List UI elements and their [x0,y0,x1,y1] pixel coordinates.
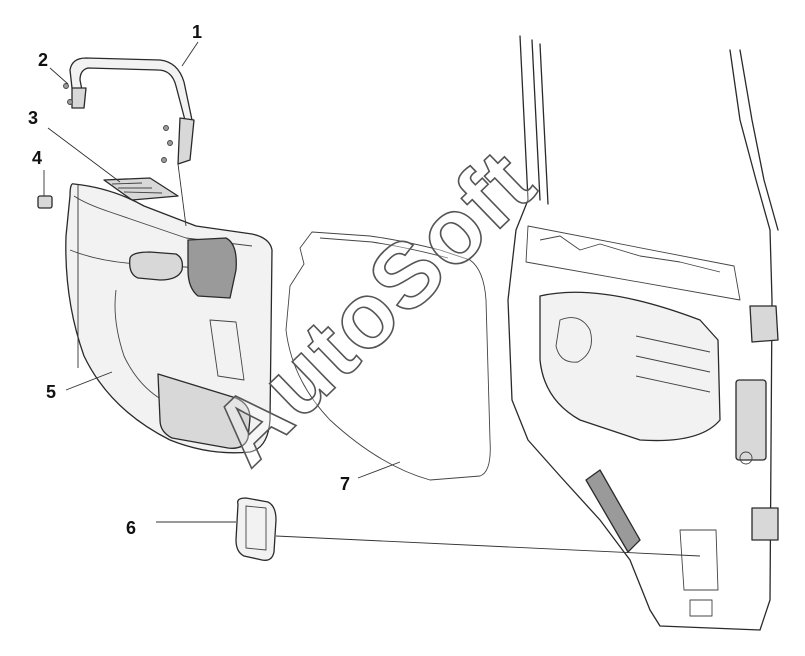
callout-2: 2 [38,50,48,70]
callout-labels: 1 2 3 4 5 6 7 [28,22,350,538]
callout-4: 4 [32,148,42,168]
callout-6: 6 [126,518,136,538]
callout-3: 3 [28,108,38,128]
callout-5: 5 [46,382,56,402]
callout-7: 7 [340,474,350,494]
plug-cap-part-4 [37,195,53,209]
grab-handle-part-1 [69,57,195,165]
screw-part-2 [63,83,173,163]
switch-panel-part-3 [103,177,179,201]
leader-lines [43,41,701,557]
cover-plug-part-6 [235,497,277,561]
door-trim-panel-part-5 [65,183,273,454]
water-shield-part-7 [285,231,491,481]
callout-1: 1 [192,22,202,42]
door-inner-frame [507,35,779,631]
